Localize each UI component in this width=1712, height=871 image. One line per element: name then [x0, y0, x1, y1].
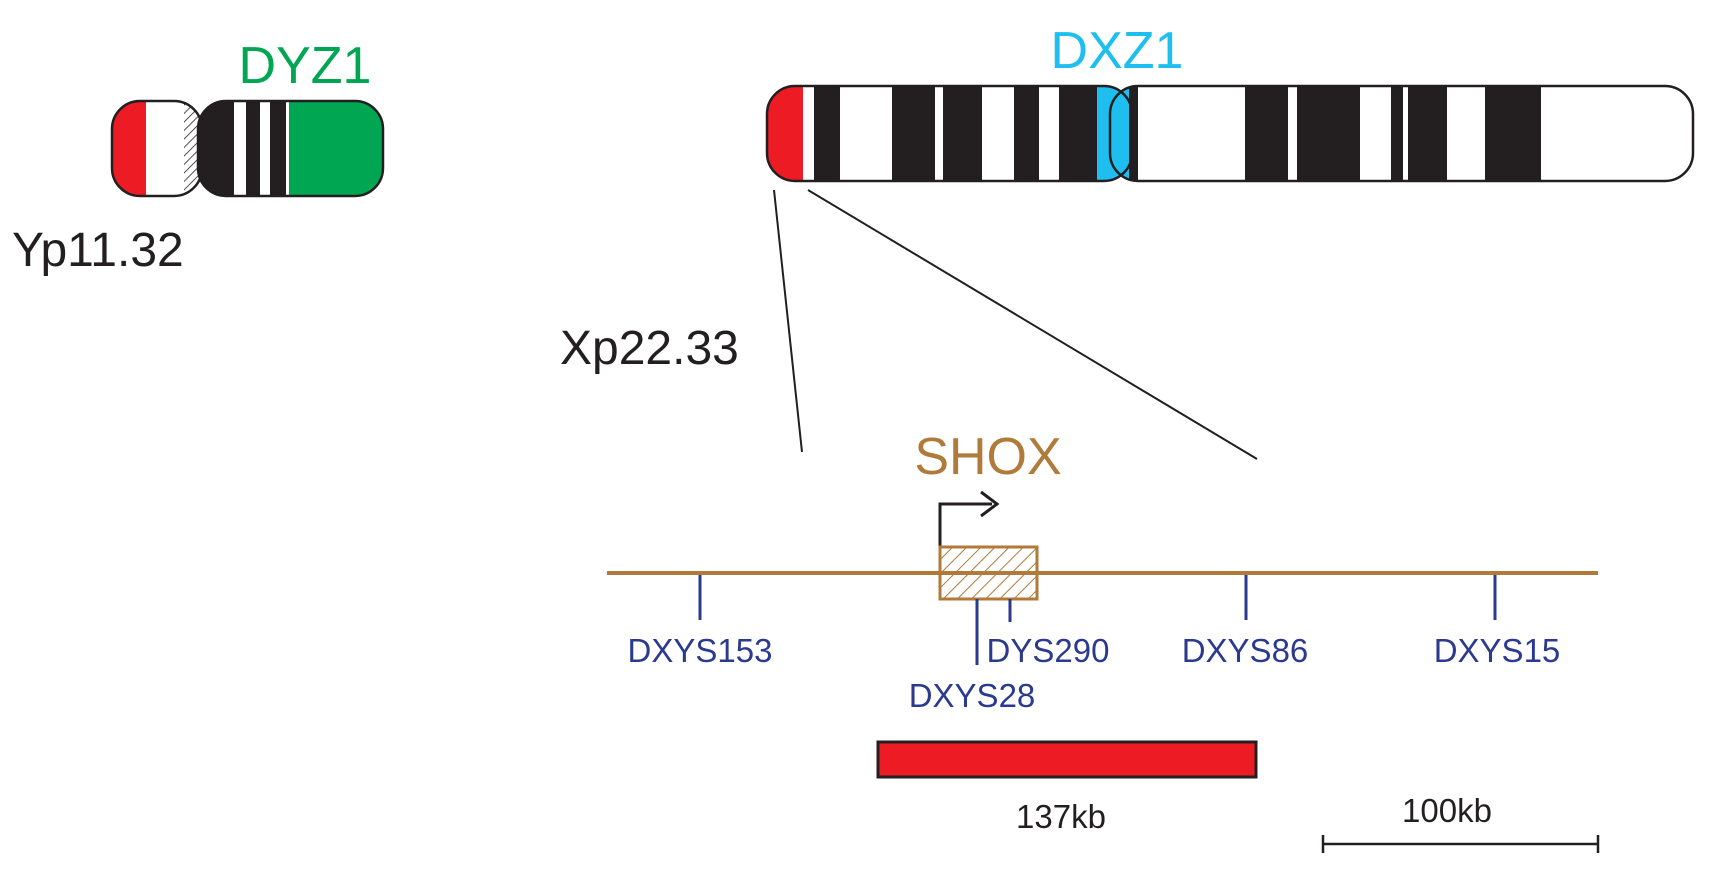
scale-bar-label: 100kb: [1402, 792, 1492, 829]
x-band: [892, 86, 935, 181]
x-band: [1014, 86, 1039, 181]
marker-label-dys290: DYS290: [987, 632, 1110, 669]
x-band: [1297, 86, 1360, 181]
x-band: [1245, 86, 1288, 181]
y-band: [198, 101, 234, 196]
x-band: [1059, 86, 1097, 181]
x-pseudoautosomal-band: [767, 86, 803, 181]
x-band: [943, 86, 982, 181]
x-short-arm: [767, 86, 1132, 181]
x-band: [814, 86, 840, 181]
marker-label-dxys15: DXYS15: [1434, 632, 1561, 669]
x-short-arm-outline: [765, 84, 1134, 183]
x-centromere-dxz1: [1110, 86, 1129, 181]
y-heterochromatin-dyz1: [289, 101, 383, 196]
xp22-33-label: Xp22.33: [560, 322, 739, 375]
y-short-arm-outline: [110, 99, 204, 198]
deletion-bar: [876, 740, 1258, 779]
marker-label-dxys153: DXYS153: [628, 632, 773, 669]
transcription-arrow-head-icon: [980, 490, 1000, 518]
deletion-size-label: 137kb: [1016, 798, 1106, 835]
y-long-arm: [198, 101, 383, 196]
y-band: [246, 101, 260, 196]
x-band: [1408, 86, 1447, 181]
yp11-32-label: Yp11.32: [12, 224, 184, 277]
shox-gene-box: [938, 545, 1039, 601]
x-long-arm: [1110, 86, 1693, 181]
y-pseudoautosomal-band: [112, 101, 146, 196]
zoom-line-right: [807, 189, 1258, 460]
transcription-start-arrow: [938, 502, 992, 548]
x-long-arm-outline: [1108, 84, 1695, 183]
y-short-arm: [112, 101, 202, 196]
x-band: [1129, 86, 1138, 181]
x-band: [1391, 86, 1403, 181]
marker-label-dxys28: DXYS28: [909, 677, 1036, 714]
y-band: [270, 101, 286, 196]
y-chromosome: DYZ1 Yp11.32: [12, 37, 385, 277]
zoom-line-left: [773, 189, 803, 453]
x-chromosome: DXZ1: [765, 22, 1695, 183]
dyz1-label: DYZ1: [239, 37, 372, 95]
shox-label: SHOX: [914, 428, 1061, 486]
dxz1-label: DXZ1: [1051, 22, 1184, 80]
zoom-lines: [773, 189, 1258, 460]
marker-label-dxys86: DXYS86: [1182, 632, 1309, 669]
x-band: [1485, 86, 1541, 181]
y-long-arm-outline: [196, 99, 385, 198]
gene-map: SHOX DXYS153 DXYS28 DYS290 DXYS86 DXYS15…: [607, 428, 1600, 853]
